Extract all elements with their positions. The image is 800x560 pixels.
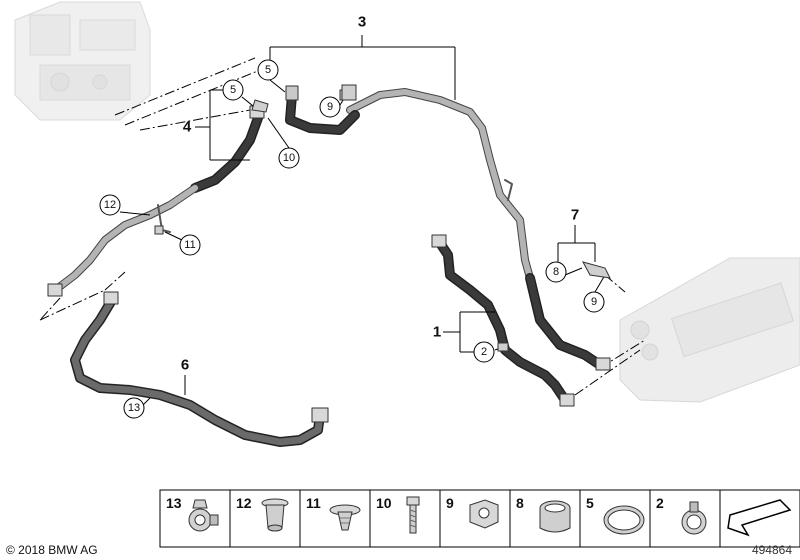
legend-item-12: 12 [236, 495, 252, 511]
callout-2: 2 [473, 341, 495, 363]
screw-icon [406, 496, 420, 534]
copyright-text: © 2018 BMW AG [6, 543, 98, 557]
callout-9-top: 9 [319, 96, 341, 118]
hose-6 [70, 291, 329, 447]
callout-11: 11 [179, 234, 201, 256]
hose-3 [285, 85, 611, 371]
callout-12-label: 12 [104, 199, 116, 211]
legend-item-10: 10 [376, 495, 392, 511]
hose-1 [431, 234, 575, 407]
legend-item-5: 5 [586, 495, 594, 511]
legend-item-2: 2 [656, 495, 664, 511]
callout-12: 12 [99, 194, 121, 216]
group-label-4: 4 [183, 119, 192, 136]
callout-10: 10 [278, 147, 300, 169]
hose-clip-icon [188, 499, 219, 532]
group-label-3: 3 [358, 14, 366, 31]
callout-11-label: 11 [184, 239, 195, 251]
callout-5-left: 5 [222, 79, 244, 101]
hose-12 [47, 184, 199, 297]
o-ring-icon [603, 505, 645, 535]
hex-nut-icon [469, 499, 499, 529]
hose-clips [154, 84, 611, 352]
direction-arrow-icon [727, 499, 792, 537]
parts-legend: 13 12 11 10 9 8 5 2 [159, 489, 800, 548]
drawing-id: 494864 [752, 543, 792, 557]
group-label-1: 1 [433, 324, 441, 341]
group-labels: 3 4 1 7 6 [181, 14, 579, 374]
callout-9-right: 9 [583, 291, 605, 313]
brackets [184, 35, 596, 395]
legend-item-9: 9 [446, 495, 454, 511]
callout-10-label: 10 [283, 152, 295, 164]
group-label-6: 6 [181, 357, 189, 374]
hose-4 [190, 105, 265, 193]
spring-clamp-icon [681, 501, 707, 535]
expansion-rivet-icon [261, 498, 289, 532]
legend-item-11: 11 [306, 495, 321, 511]
callout-5-top-label: 5 [265, 64, 271, 76]
connection-lines [39, 57, 646, 396]
group-label-7: 7 [571, 207, 579, 224]
leader-lines [119, 79, 606, 409]
hose-clamp-icon [539, 500, 571, 533]
callout-8-label: 8 [553, 266, 559, 278]
callout-2-label: 2 [481, 346, 487, 358]
right-unit [619, 257, 800, 403]
callout-13: 13 [123, 397, 145, 419]
plastic-clip-icon [329, 504, 361, 531]
callout-9-right-label: 9 [591, 296, 597, 308]
top-left-unit [14, 1, 151, 121]
callout-5-left-label: 5 [230, 84, 236, 96]
callout-9-top-label: 9 [327, 101, 333, 113]
callout-8: 8 [545, 261, 567, 283]
callout-13-label: 13 [128, 402, 140, 414]
legend-item-8: 8 [516, 495, 524, 511]
callout-5-top: 5 [257, 59, 279, 81]
legend-item-13: 13 [166, 495, 182, 511]
